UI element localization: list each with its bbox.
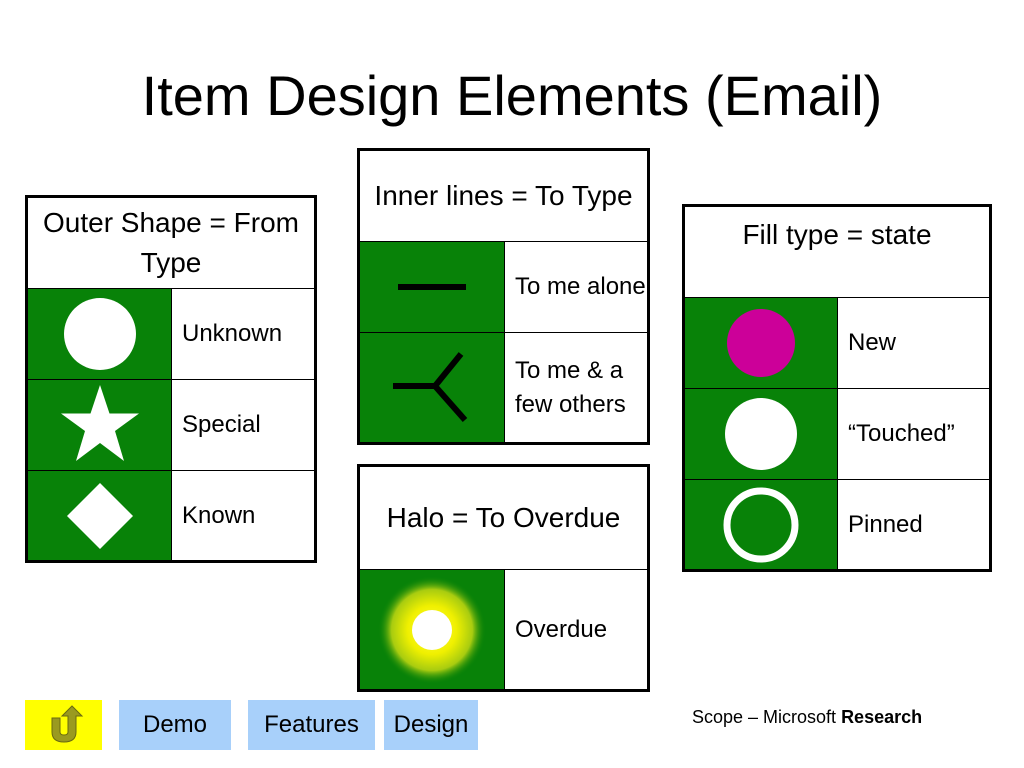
footer-prefix: Scope – Microsoft: [692, 707, 842, 727]
table-row: Overdue: [358, 569, 649, 691]
row-label: New: [837, 297, 991, 389]
forked-line-icon: [358, 332, 505, 444]
row-label: Pinned: [837, 479, 991, 571]
table-row: Special: [26, 379, 316, 471]
row-label: Special: [171, 379, 316, 471]
ring-circle-icon: [683, 479, 838, 571]
row-label: Overdue: [504, 569, 649, 691]
table-row: To me & a few others: [358, 332, 649, 444]
table-row: Unknown: [26, 288, 316, 380]
row-label: To me alone: [504, 241, 649, 333]
footer-bold: Research: [841, 707, 923, 727]
design-button[interactable]: Design: [384, 700, 478, 750]
table-row: Pinned: [683, 479, 991, 571]
single-line-icon: [358, 241, 505, 333]
back-button[interactable]: [25, 700, 102, 750]
slide-title: Item Design Elements (Email): [141, 64, 883, 127]
outer-shape-header: Outer Shape = From Type: [26, 196, 316, 289]
fill-type-table: Fill type = state New “Touched” Pinned: [682, 204, 992, 572]
diamond-icon: [26, 470, 172, 562]
magenta-filled-circle-icon: [683, 297, 838, 389]
table-row: New: [683, 297, 991, 389]
row-label: To me & a few others: [504, 332, 649, 444]
halo-header: Halo = To Overdue: [358, 465, 649, 570]
inner-lines-table: Inner lines = To Type To me alone To me …: [357, 148, 650, 445]
star-icon: [26, 379, 172, 471]
footer-credit: Scope – Microsoft Research: [692, 706, 922, 728]
demo-button[interactable]: Demo: [119, 700, 231, 750]
row-label: Known: [171, 470, 316, 562]
inner-lines-header: Inner lines = To Type: [358, 149, 649, 242]
circle-icon: [26, 288, 172, 380]
table-row: To me alone: [358, 241, 649, 333]
row-label: “Touched”: [837, 388, 991, 480]
table-row: “Touched”: [683, 388, 991, 480]
row-label: Unknown: [171, 288, 316, 380]
features-button[interactable]: Features: [248, 700, 375, 750]
white-filled-circle-icon: [683, 388, 838, 480]
u-turn-arrow-icon: [51, 705, 83, 743]
fill-type-header: Fill type = state: [683, 205, 991, 298]
table-row: Known: [26, 470, 316, 562]
halo-table: Halo = To Overdue Overdue: [357, 464, 650, 692]
halo-circle-icon: [358, 569, 505, 691]
outer-shape-table: Outer Shape = From Type Unknown Special …: [25, 195, 317, 563]
